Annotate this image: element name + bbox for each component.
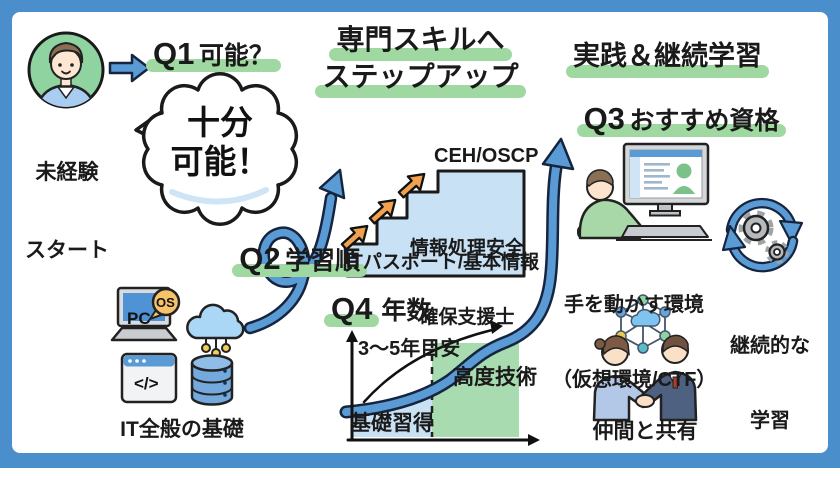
it-basics-caption: IT全般の基礎 (120, 418, 244, 441)
zone-basic-label: 基礎習得 (350, 412, 434, 435)
pc-screen-text: PC (127, 309, 151, 328)
center-title: 専門スキルへ ステップアップ (315, 21, 526, 98)
os-badge-text: OS (156, 295, 175, 310)
q1-number: Q1 (153, 36, 195, 71)
code-glyph: </> (134, 374, 159, 393)
hands-on-caption: 手を動かす環境 （仮想環境/CTF） (552, 294, 717, 391)
right-title: 実践＆継続学習 (560, 38, 775, 78)
q2-heading: Q2 学習順 (232, 241, 367, 277)
q2-number: Q2 (239, 241, 281, 276)
bubble-answer: 十分 可能！ (170, 104, 270, 180)
beginner-start-label: 未経験 スタート (25, 161, 109, 262)
q4-number: Q4 (323, 291, 380, 327)
q4-label: 年数 (381, 297, 432, 325)
years-note: 3〜5年目安 (358, 338, 461, 360)
zone-advanced-label: 高度技術 (453, 366, 537, 389)
q3-number: Q3 (583, 101, 625, 136)
infographic-canvas: 未経験 スタート Q1 可能？ 十分 可能！ Q2 学習順 PC OS </> … (0, 0, 840, 468)
q3-label: おすすめ資格 (629, 107, 780, 135)
cert-top-label: CEH/OSCP (434, 145, 539, 167)
q3-heading: Q3 おすすめ資格 (576, 101, 787, 137)
q2-label: 学習順 (285, 247, 361, 275)
center-title-line2: ステップアップ (315, 58, 526, 98)
q1-label: 可能？ (198, 42, 274, 70)
cert-mid-label: 情報処理安全 確保支援士 (409, 238, 524, 328)
q4-heading: Q4 年数 (323, 291, 432, 327)
share-caption: 仲間と共有 (592, 420, 698, 443)
continuous-caption: 継続的な 学習 (730, 335, 810, 432)
center-title-line1: 専門スキルへ (329, 21, 512, 61)
q1-heading: Q1 可能？ (146, 36, 281, 72)
cert-base-label: ITパスポート/基本情報 (346, 252, 540, 273)
